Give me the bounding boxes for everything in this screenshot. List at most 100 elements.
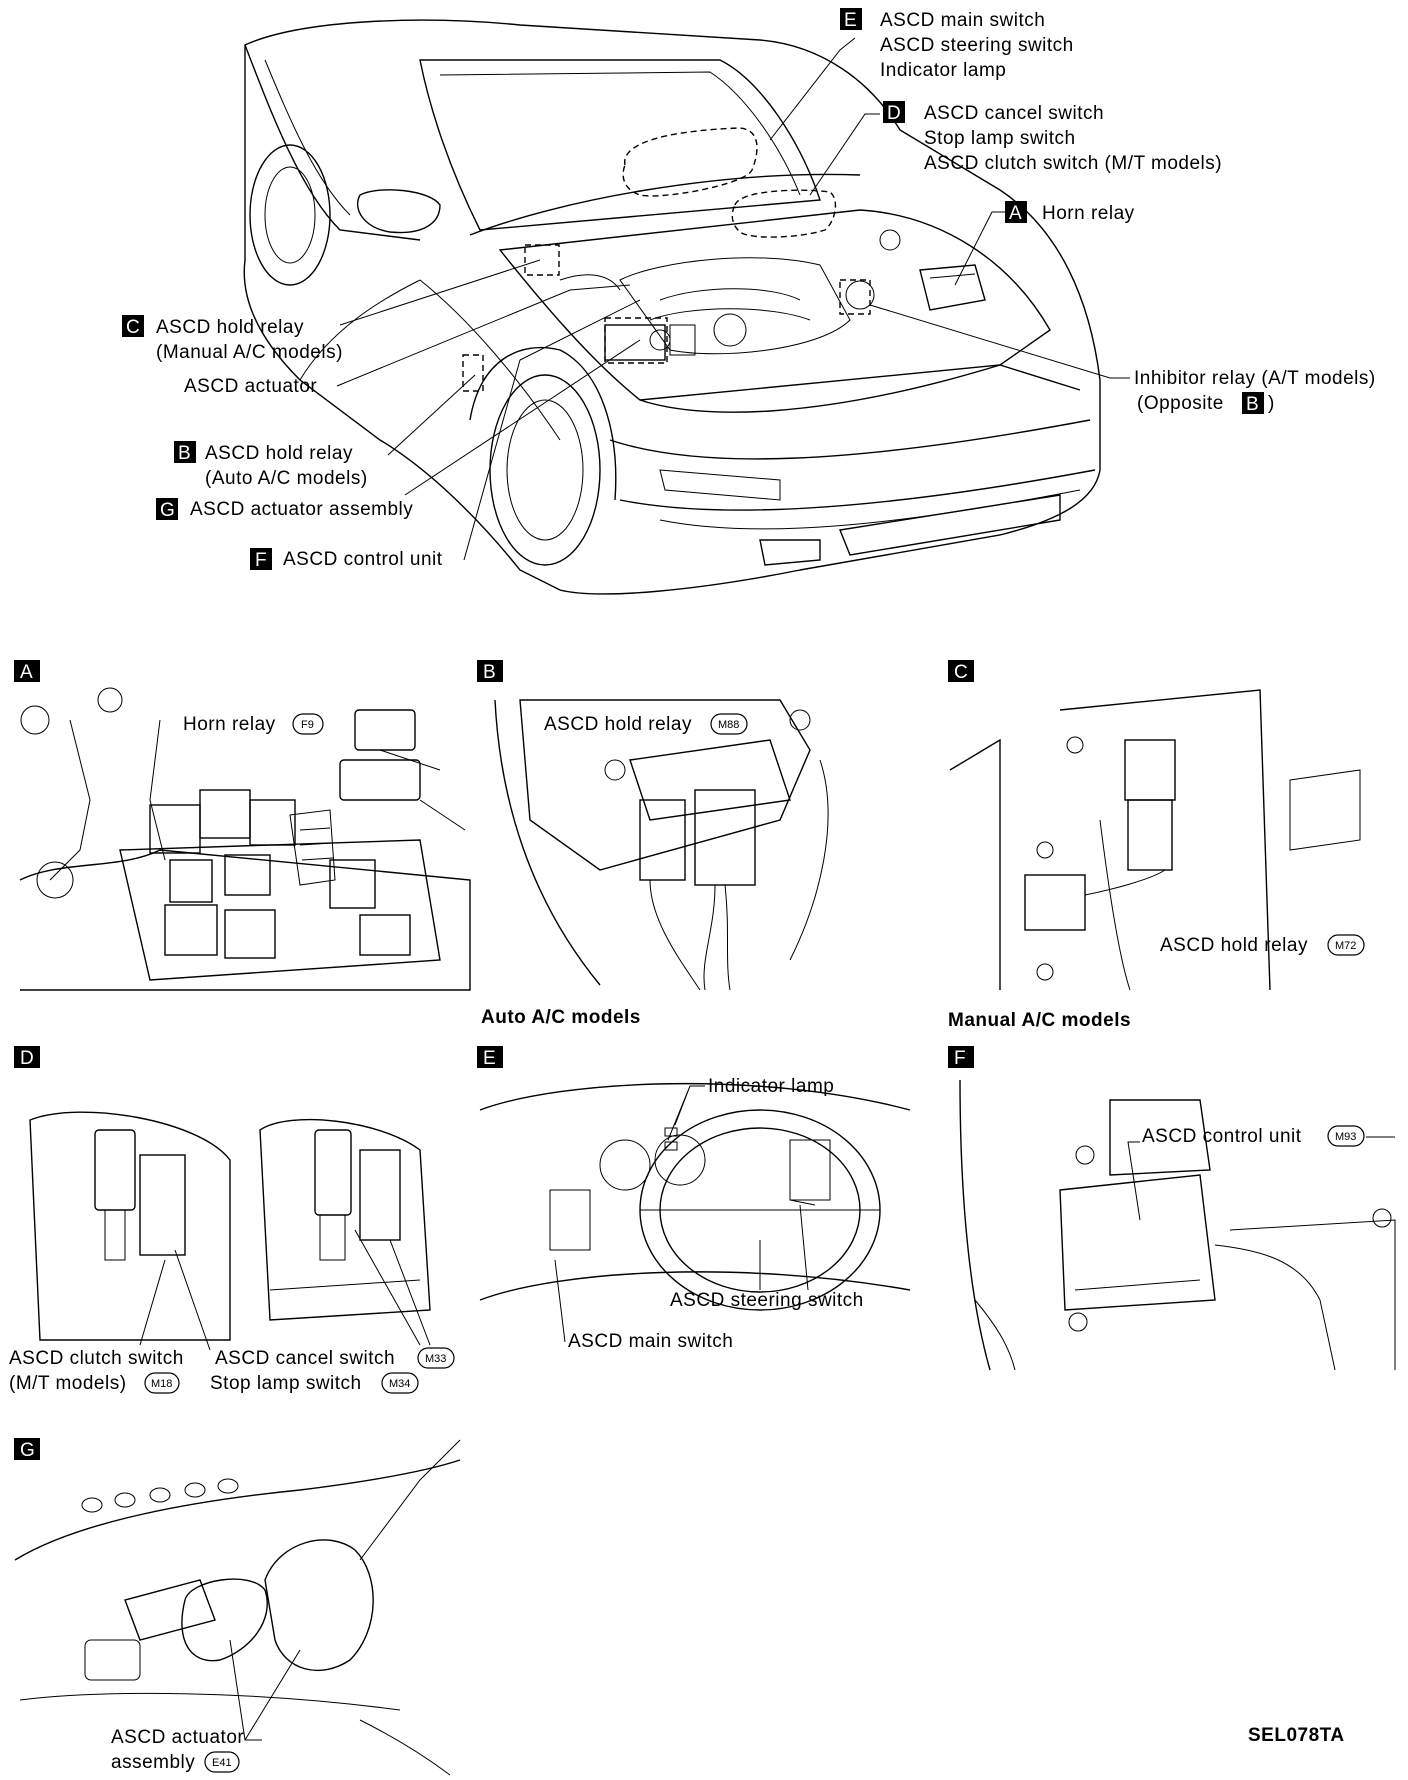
panel-b-connector-badge: M88 — [710, 713, 748, 735]
panel-e-main-label: ASCD main switch — [568, 1331, 733, 1352]
panel-g: G ASCD actuator assembly E41 — [14, 1438, 461, 1776]
panel-c-label: ASCD hold relay — [1160, 935, 1308, 956]
callout-e-line-3: Indicator lamp — [880, 60, 1006, 81]
letter-badge — [250, 548, 272, 570]
panel-c-connector-badge: M72 — [1327, 934, 1365, 956]
letter-badge — [174, 441, 196, 463]
callout-g: G ASCD actuator assembly — [156, 498, 413, 521]
panel-f-connector-badge: M93 — [1327, 1125, 1365, 1147]
callout-inhibitor-line-2-suffix: ) — [1268, 393, 1275, 414]
panel-f-connector: M93 — [1335, 1131, 1356, 1143]
callout-d-line-3: ASCD clutch switch (M/T models) — [924, 153, 1222, 174]
panel-f-badge — [948, 1046, 974, 1068]
panel-d-clutch-connector: M18 — [151, 1378, 172, 1390]
panel-g-label-line-2: assembly — [111, 1752, 195, 1773]
callout-a: A Horn relay — [1005, 201, 1135, 224]
letter-badge — [1242, 392, 1264, 414]
panel-f-label: ASCD control unit — [1142, 1126, 1302, 1147]
panel-d-letter: D — [20, 1048, 34, 1069]
panel-b-label: ASCD hold relay — [544, 714, 692, 735]
panel-g-connector-badge: E41 — [204, 1751, 240, 1773]
panel-d-clutch-connector-badge: M18 — [144, 1372, 180, 1394]
panel-d-stop-label: Stop lamp switch — [210, 1373, 362, 1394]
letter-badge — [122, 315, 144, 337]
panel-c-letter: C — [954, 662, 968, 683]
car-illustration — [243, 19, 1101, 595]
callout-inhibitor-line-1: Inhibitor relay (A/T models) — [1134, 368, 1376, 389]
callout-b: B ASCD hold relay (Auto A/C models) — [174, 441, 368, 489]
panel-d-stop-connector-badge: M34 — [381, 1372, 419, 1394]
panel-f-illustration — [959, 1079, 1396, 1371]
panel-e-steering-label: ASCD steering switch — [670, 1290, 864, 1311]
panel-d-illustration — [29, 1111, 431, 1341]
panel-d-cancel-label: ASCD cancel switch — [215, 1348, 395, 1369]
callout-b-line-1: ASCD hold relay — [205, 443, 353, 464]
panel-a-letter: A — [20, 662, 33, 683]
panel-a-label: Horn relay — [183, 714, 276, 735]
letter-badge — [1005, 201, 1027, 223]
panel-b-connector: M88 — [718, 719, 739, 731]
callout-g-letter: G — [160, 500, 175, 521]
panel-d-stop-connector: M34 — [389, 1378, 410, 1390]
callout-c: C ASCD hold relay (Manual A/C models) — [122, 315, 343, 363]
panel-e: E Indicator lamp ASCD steering switch AS… — [477, 1046, 911, 1352]
panel-e-badge — [477, 1046, 503, 1068]
callout-d: D ASCD cancel switch Stop lamp switch AS… — [883, 101, 1222, 174]
panel-b-caption: Auto A/C models — [481, 1007, 641, 1028]
panel-b-badge — [477, 660, 503, 682]
panel-e-lamp-label: Indicator lamp — [708, 1076, 834, 1097]
panel-a: A Horn relay F9 — [14, 660, 471, 991]
figure-id: SEL078TA — [1248, 1725, 1345, 1746]
callout-f-line-1: ASCD control unit — [283, 549, 443, 570]
callout-b-line-2: (Auto A/C models) — [205, 468, 368, 489]
callout-inhibitor: Inhibitor relay (A/T models) (Opposite B… — [1134, 368, 1376, 415]
panel-g-connector: E41 — [212, 1757, 232, 1769]
panel-d-badge — [14, 1046, 40, 1068]
letter-badge — [840, 8, 862, 30]
panel-g-badge — [14, 1438, 40, 1460]
panel-c-badge — [948, 660, 974, 682]
callout-d-letter: D — [887, 103, 901, 124]
callout-b-letter: B — [178, 443, 191, 464]
panel-d-clutch-label: ASCD clutch switch — [9, 1348, 184, 1369]
callout-e-line-1: ASCD main switch — [880, 10, 1045, 31]
panel-e-letter: E — [483, 1048, 496, 1069]
callout-c-letter: C — [126, 317, 140, 338]
panel-c: C ASCD hold relay M72 Manual A/C models — [948, 660, 1365, 1031]
panel-c-caption: Manual A/C models — [948, 1010, 1131, 1031]
panel-b-letter: B — [483, 662, 496, 683]
callout-inhibitor-letter: B — [1246, 394, 1259, 415]
callout-e-line-2: ASCD steering switch — [880, 35, 1074, 56]
panel-g-illustration — [14, 1439, 461, 1776]
panel-c-connector: M72 — [1335, 940, 1356, 952]
callout-g-line-1: ASCD actuator assembly — [190, 499, 413, 520]
callout-f: F ASCD control unit — [250, 548, 443, 571]
callout-e: E ASCD main switch ASCD steering switch … — [840, 8, 1074, 81]
panel-d: D ASCD clutch switch (M/T models) M18 AS… — [9, 1046, 455, 1394]
callout-actuator: ASCD actuator — [184, 376, 317, 397]
callout-a-letter: A — [1009, 203, 1022, 224]
panel-a-connector-badge: F9 — [292, 713, 324, 735]
callout-d-line-2: Stop lamp switch — [924, 128, 1076, 149]
callout-c-line-2: (Manual A/C models) — [156, 342, 343, 363]
panel-a-badge — [14, 660, 40, 682]
letter-badge — [156, 498, 178, 520]
panel-g-label-line-1: ASCD actuator — [111, 1727, 244, 1748]
main-leader-lines — [336, 37, 1130, 561]
letter-badge — [883, 101, 905, 123]
panel-d-clutch-sub: (M/T models) — [9, 1373, 127, 1394]
panel-g-letter: G — [20, 1440, 35, 1461]
panel-a-connector: F9 — [301, 719, 314, 731]
panel-f-letter: F — [954, 1048, 966, 1069]
callout-e-letter: E — [844, 10, 857, 31]
panel-e-illustration — [479, 1082, 911, 1311]
callout-d-line-1: ASCD cancel switch — [924, 103, 1104, 124]
callout-actuator-line-1: ASCD actuator — [184, 376, 317, 397]
panel-a-illustration — [19, 687, 471, 991]
callout-inhibitor-line-2-prefix: (Opposite — [1137, 393, 1224, 414]
callout-a-line-1: Horn relay — [1042, 203, 1135, 224]
panel-d-cancel-connector-badge: M33 — [417, 1347, 455, 1369]
panel-d-cancel-connector: M33 — [425, 1353, 446, 1365]
panel-c-illustration — [949, 689, 1361, 991]
